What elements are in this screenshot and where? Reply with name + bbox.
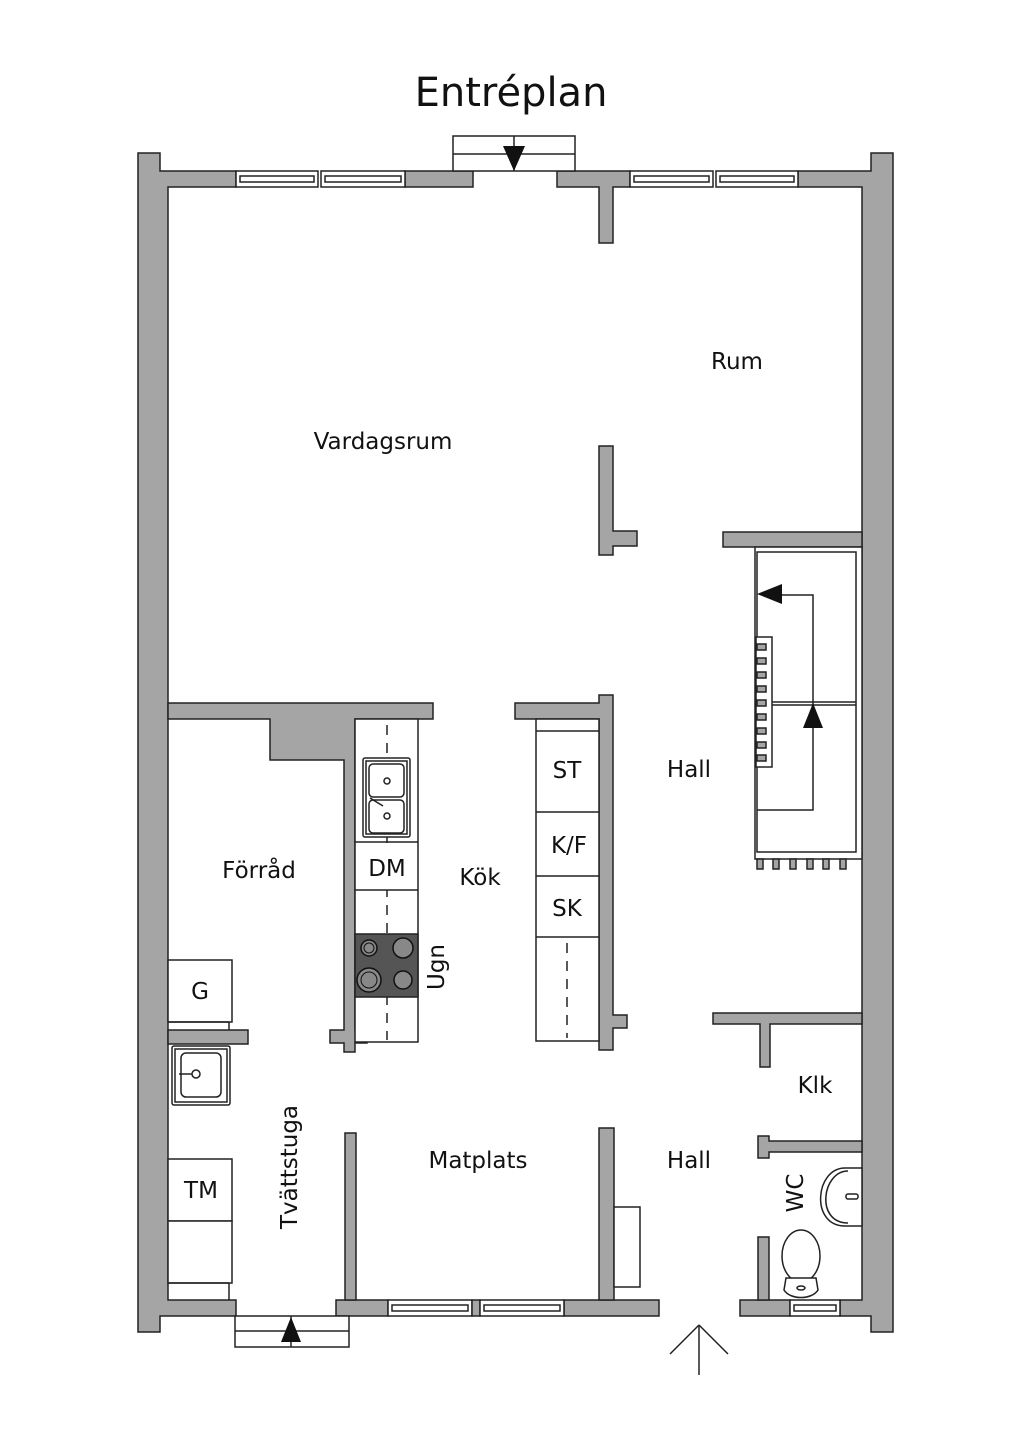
fixture-label-kf: K/F <box>551 833 587 859</box>
room-label-hall-lower: Hall <box>667 1148 711 1174</box>
room-label-klk: Klk <box>798 1073 833 1099</box>
stair-left-arrow-icon <box>757 584 782 604</box>
outer-walls <box>137 152 894 1333</box>
laundry-fixtures <box>167 959 233 1300</box>
fixture-label-sk: SK <box>552 896 583 922</box>
fixture-labels: ST K/F SK DM Ugn G TM <box>183 758 587 1204</box>
kitchen-left-counter <box>354 718 419 1043</box>
windows <box>235 170 841 1317</box>
fixture-label-ugn: Ugn <box>424 944 450 990</box>
room-label-tvattstuga: Tvättstuga <box>277 1105 303 1230</box>
wc-fixtures <box>781 1167 863 1299</box>
fixture-label-dm: DM <box>368 856 406 882</box>
room-label-forrad: Förråd <box>222 856 296 884</box>
stair-up-arrow-icon <box>803 703 823 728</box>
kitchen-sink-icon <box>362 757 411 838</box>
stair-balusters <box>756 858 847 870</box>
main-entrance-arrow-icon <box>669 1324 729 1375</box>
fixture-label-tm: TM <box>183 1178 218 1204</box>
room-label-kok: Kök <box>459 865 501 891</box>
room-label-matplats: Matplats <box>428 1148 527 1174</box>
room-labels: Vardagsrum Rum Hall Hall Kök Förråd Matp… <box>222 349 833 1230</box>
hall-bench <box>613 1206 641 1288</box>
stove-icon <box>354 933 419 998</box>
entrance-arrow-icon <box>503 146 525 171</box>
laundry-sink-icon <box>171 1045 231 1106</box>
room-label-hall-upper: Hall <box>667 757 711 783</box>
staircase <box>754 546 863 870</box>
washbasin-icon <box>819 1167 863 1227</box>
stair-handrail-brackets <box>756 643 767 762</box>
fixture-label-g: G <box>191 979 209 1005</box>
room-label-rum: Rum <box>711 349 763 375</box>
toilet-icon <box>781 1229 821 1299</box>
entry-arrow-icon <box>281 1317 301 1342</box>
top-entrance-step <box>452 135 576 172</box>
bottom-laundry-step <box>234 1315 350 1348</box>
room-label-wc: WC <box>783 1174 809 1213</box>
fixture-label-st: ST <box>553 758 583 784</box>
kitchen-right-counter <box>535 718 600 1042</box>
plan-title: Entréplan <box>415 70 608 116</box>
room-label-vardagsrum: Vardagsrum <box>314 429 453 455</box>
